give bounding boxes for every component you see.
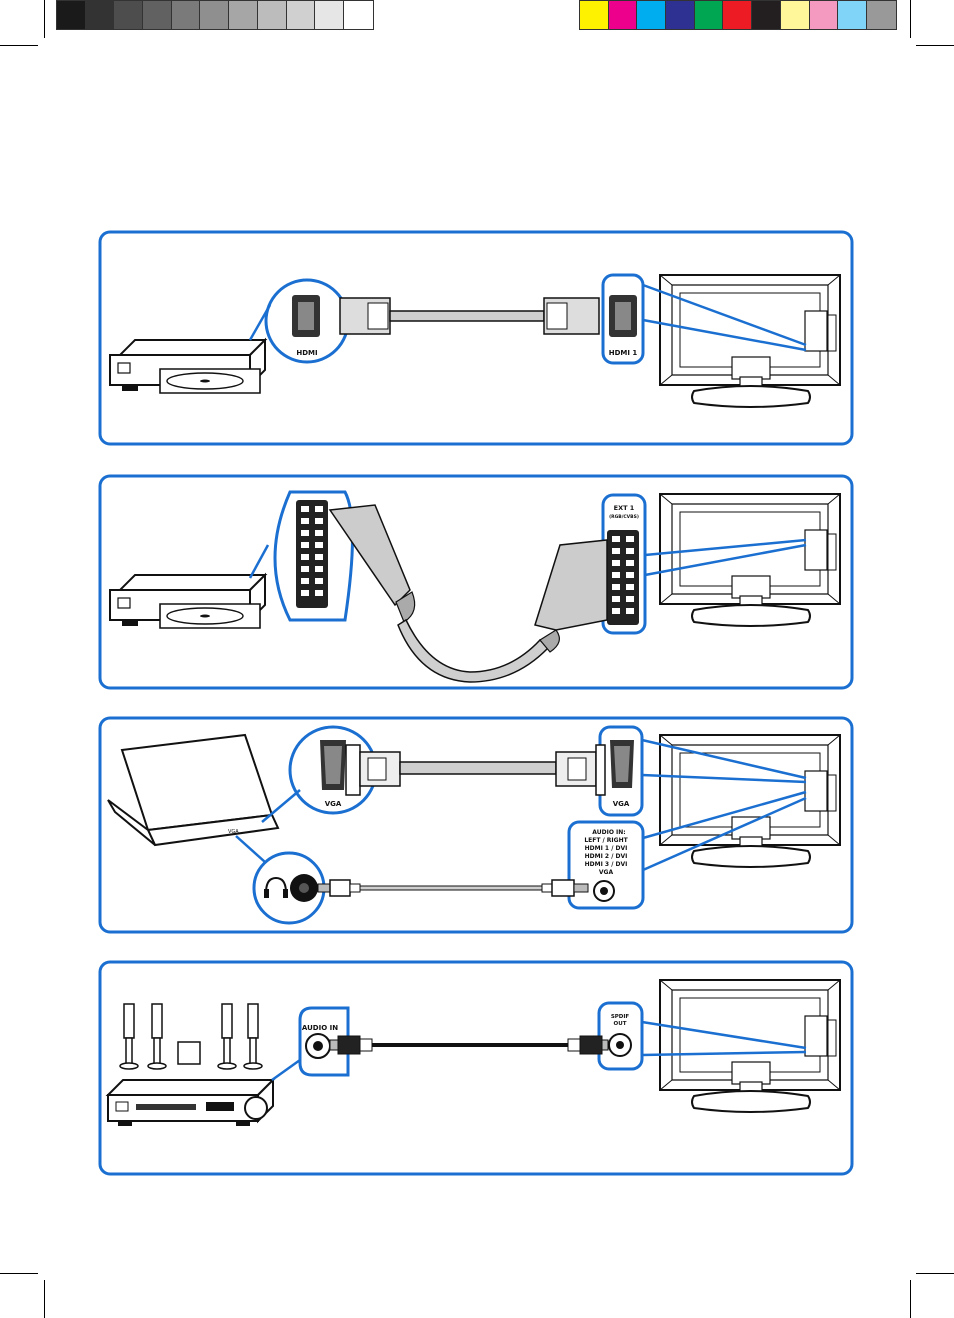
crop-mark-top-right-h bbox=[916, 45, 954, 46]
grayscale-swatch-bar bbox=[56, 0, 374, 30]
grayscale-swatch bbox=[57, 1, 86, 29]
hdmi-cable bbox=[339, 297, 600, 335]
grayscale-swatch bbox=[229, 1, 258, 29]
audio-line-1: LEFT / RIGHT bbox=[584, 837, 628, 844]
dvd-player-icon bbox=[109, 339, 266, 394]
laptop-port-label: VGA bbox=[228, 829, 239, 835]
scart-cable bbox=[328, 504, 608, 683]
audio-line-3: HDMI 2 / DVI bbox=[585, 853, 628, 860]
crop-mark-bottom-left-h bbox=[0, 1273, 38, 1274]
grayscale-swatch bbox=[171, 1, 201, 29]
color-swatch bbox=[866, 1, 896, 29]
scart-port-icon bbox=[296, 500, 328, 608]
crop-mark-top-right-v bbox=[910, 0, 911, 38]
audio-line-5: VGA bbox=[599, 869, 614, 876]
grayscale-swatch bbox=[315, 1, 344, 29]
color-swatch bbox=[694, 1, 724, 29]
coax-cable bbox=[329, 1035, 609, 1055]
vga-source-label: VGA bbox=[325, 800, 342, 808]
speakers-icon bbox=[119, 1003, 263, 1070]
vga-cable bbox=[345, 744, 606, 796]
hdmi-tv-label: HDMI 1 bbox=[609, 349, 638, 357]
grayscale-swatch bbox=[85, 1, 115, 29]
color-swatch bbox=[780, 1, 810, 29]
audio-cable bbox=[317, 879, 589, 897]
grayscale-swatch bbox=[286, 1, 316, 29]
grayscale-swatch bbox=[143, 1, 172, 29]
color-swatch bbox=[666, 1, 695, 29]
grayscale-swatch bbox=[257, 1, 287, 29]
color-swatch bbox=[637, 1, 667, 29]
crop-mark-bottom-left-v bbox=[44, 1280, 45, 1318]
grayscale-swatch bbox=[114, 1, 144, 29]
scart-tv-label: EXT 1 bbox=[614, 504, 635, 512]
grayscale-swatch bbox=[343, 1, 373, 29]
audio-line-2: HDMI 1 / DVI bbox=[585, 845, 628, 852]
color-swatch-bar bbox=[579, 0, 897, 30]
color-swatch bbox=[723, 1, 753, 29]
dvd-player-icon bbox=[109, 574, 266, 629]
spdif-label: SPDIF bbox=[611, 1014, 630, 1020]
color-swatch bbox=[809, 1, 839, 29]
av-receiver-icon bbox=[105, 1077, 276, 1126]
crop-mark-bottom-right-h bbox=[916, 1273, 954, 1274]
color-swatch bbox=[608, 1, 638, 29]
panel-hdmi: HDMI HDMI 1 bbox=[98, 230, 854, 446]
crop-mark-bottom-right-v bbox=[910, 1280, 911, 1318]
color-swatch bbox=[838, 1, 867, 29]
laptop-icon: VGA bbox=[107, 733, 280, 847]
grayscale-swatch bbox=[200, 1, 230, 29]
panel-vga: VGA VGA VGA bbox=[98, 716, 854, 934]
crop-mark-top-left-v bbox=[44, 0, 45, 38]
scart-tv-sublabel: (RGB/CVBS) bbox=[609, 514, 639, 520]
hdmi-source-label: HDMI bbox=[296, 349, 317, 357]
panel-spdif: AUDIO IN SPDIF OUT bbox=[98, 960, 854, 1176]
audio-in-label: AUDIO IN bbox=[302, 1024, 338, 1032]
panel-scart: EXT 1 (RGB/CVBS) bbox=[98, 474, 854, 690]
color-swatch bbox=[752, 1, 781, 29]
headphone-icon bbox=[265, 876, 287, 894]
spdif-sublabel: OUT bbox=[614, 1021, 627, 1027]
vga-tv-label: VGA bbox=[613, 800, 630, 808]
crop-mark-top-left-h bbox=[0, 45, 38, 46]
color-swatch bbox=[580, 1, 609, 29]
audio-line-0: AUDIO IN: bbox=[592, 829, 625, 836]
audio-line-4: HDMI 3 / DVI bbox=[585, 861, 628, 868]
